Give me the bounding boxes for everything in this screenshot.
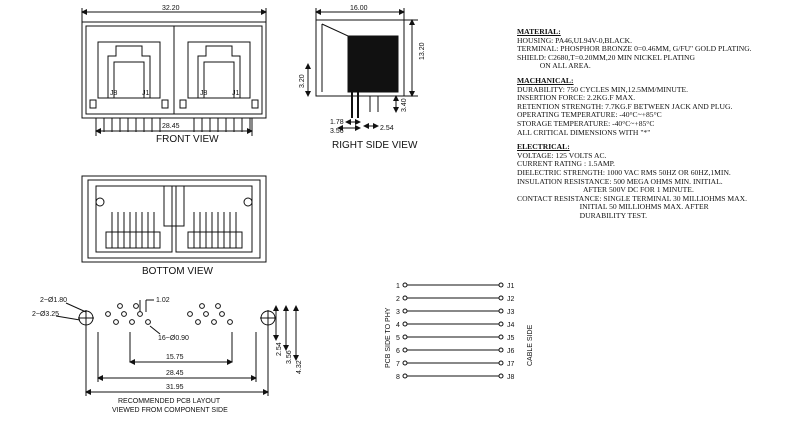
mechanical-list: DURABILITY: 750 CYCLES MIN,12.5MM/MINUTE… — [517, 84, 797, 138]
schematic-pin-label: 1 — [396, 283, 400, 290]
mechanical-line: DURABILITY: 750 CYCLES MIN,12.5MM/MINUTE… — [517, 84, 689, 94]
schematic-pin-node — [402, 347, 408, 353]
schematic-pin-label: 7 — [396, 361, 400, 368]
mechanical-heading: MACHANICAL: — [517, 75, 574, 85]
schematic-left-label: PCB SIDE TO PHY — [385, 307, 392, 368]
electrical-line: AFTER 500V DC FOR 1 MINUTE. — [517, 185, 694, 195]
electrical-line: DIELECTRIC STRENGTH: 1000 VAC RMS 50HZ O… — [517, 167, 731, 177]
schematic-pin-label: 5 — [396, 335, 400, 342]
schematic-jack-node — [498, 282, 504, 288]
bottom-view — [81, 175, 267, 263]
schematic-jack-label: J1 — [507, 283, 515, 290]
schematic-jack-node — [498, 321, 504, 327]
side-left-height-dim: 3.20 — [299, 74, 306, 88]
pcb-v2-dim: 3.56 — [286, 350, 293, 364]
pcb-pitch-dim: 1.02 — [156, 297, 170, 304]
side-pin-dim-1: 1.78 — [330, 119, 344, 126]
side-view-title: RIGHT SIDE VIEW — [332, 140, 418, 151]
pin-schematic: 1 J1 2 J2 3 J3 4 J4 5 J5 6 J6 7 J7 8 J8 — [396, 282, 515, 381]
mechanical-line: RETENTION STRENGTH: 7.7KG.F BETWEEN JACK… — [517, 101, 733, 111]
side-pin-dim-3: 2.54 — [380, 125, 394, 132]
material-line: HOUSING: PA46,UL94V-0,BLACK. — [517, 35, 633, 45]
pcb-pins-dim: 16~Ø0.90 — [158, 335, 189, 342]
schematic-pin-label: 2 — [396, 296, 400, 303]
schematic-jack-node — [498, 347, 504, 353]
pcb-caption-line2: VIEWED FROM COMPONENT SIDE — [112, 407, 228, 414]
material-line: TERMINAL: PHOSPHOR BRONZE 0=0.46MM, G/FU… — [517, 44, 752, 54]
schematic-pin-node — [402, 321, 408, 327]
schematic-jack-node — [498, 360, 504, 366]
mechanical-line: OPERATING TEMPERATURE: -40°C~+85°C — [517, 110, 662, 120]
specifications: MATERIAL: HOUSING: PA46,UL94V-0,BLACK.TE… — [517, 27, 797, 221]
schematic-jack-node — [498, 373, 504, 379]
front-view-title: FRONT VIEW — [156, 134, 219, 145]
side-depth-dim: 16.00 — [350, 5, 368, 12]
schematic-pin-node — [402, 308, 408, 314]
pcb-layout — [55, 299, 299, 396]
schematic-pin-node — [402, 295, 408, 301]
material-line: ON ALL AREA. — [517, 61, 591, 71]
pcb-span1-dim: 28.45 — [166, 370, 184, 377]
pcb-v3-dim: 4.32 — [296, 360, 303, 374]
front-label-j1-right: J1 — [232, 90, 240, 97]
schematic-pin-node — [402, 373, 408, 379]
front-view — [81, 8, 267, 136]
schematic-jack-label: J6 — [507, 348, 515, 355]
pcb-hole-dim-2: 2~Ø3.25 — [32, 311, 59, 318]
side-height-dim: 13.20 — [419, 42, 426, 60]
front-label-j1-left: J1 — [142, 90, 150, 97]
schematic-jack-label: J3 — [507, 309, 515, 316]
electrical-line: CONTACT RESISTANCE: SINGLE TERMINAL 30 M… — [517, 193, 748, 203]
pcb-v1-dim: 2.54 — [276, 342, 283, 356]
pcb-caption-line1: RECOMMENDED PCB LAYOUT — [118, 398, 221, 405]
front-pin-span-dim: 28.45 — [162, 123, 180, 130]
schematic-jack-label: J5 — [507, 335, 515, 342]
side-pin-dim-2: 3.56 — [330, 128, 344, 135]
electrical-line: INITIAL 50 MILLIOHMS MAX. AFTER — [517, 202, 709, 212]
schematic-jack-label: J8 — [507, 374, 515, 381]
schematic-pin-node — [402, 360, 408, 366]
electrical-line: CURRENT RATING : 1.5AMP. — [517, 159, 615, 169]
schematic-pin-label: 3 — [396, 309, 400, 316]
side-right-height-dim: 3.40 — [401, 98, 408, 112]
mechanical-line: INSERTION FORCE: 2.2KG.F MAX. — [517, 93, 636, 103]
electrical-line: VOLTAGE: 125 VOLTS AC. — [517, 150, 607, 160]
electrical-line: INSULATION RESISTANCE: 500 MEGA OHMS MIN… — [517, 176, 723, 186]
bottom-view-title: BOTTOM VIEW — [142, 266, 213, 277]
electrical-heading: ELECTRICAL: — [517, 142, 570, 152]
right-side-view — [305, 8, 418, 131]
schematic-jack-label: J2 — [507, 296, 515, 303]
schematic-pin-node — [402, 334, 408, 340]
material-heading: MATERIAL: — [517, 27, 561, 36]
front-label-j8-right: J8 — [200, 90, 208, 97]
pcb-span2-dim: 31.95 — [166, 384, 184, 391]
schematic-right-label: CABLE SIDE — [527, 324, 534, 366]
electrical-line: DURABILITY TEST. — [517, 210, 648, 220]
schematic-pin-node — [402, 282, 408, 288]
material-line: SHIELD: C2680,T=0.20MM,20 MIN NICKEL PLA… — [517, 52, 696, 62]
schematic-pin-label: 8 — [396, 374, 400, 381]
front-width-dim: 32.20 — [162, 5, 180, 12]
pcb-mid-dim: 15.75 — [166, 354, 184, 361]
front-label-j8-left: J8 — [110, 90, 118, 97]
pcb-hole-dim-1: 2~Ø1.80 — [40, 297, 67, 304]
schematic-jack-label: J7 — [507, 361, 515, 368]
mechanical-line: ALL CRITICAL DIMENSIONS WITH "*" — [517, 127, 651, 137]
schematic-jack-label: J4 — [507, 322, 515, 329]
schematic-pin-label: 4 — [396, 322, 400, 329]
schematic-jack-node — [498, 295, 504, 301]
schematic-pin-label: 6 — [396, 348, 400, 355]
schematic-jack-node — [498, 334, 504, 340]
electrical-list: VOLTAGE: 125 VOLTS AC.CURRENT RATING : 1… — [517, 150, 797, 221]
schematic-jack-node — [498, 308, 504, 314]
mechanical-line: STORAGE TEMPERATURE: -40°C~+85°C — [517, 118, 655, 128]
material-list: HOUSING: PA46,UL94V-0,BLACK.TERMINAL: PH… — [517, 35, 797, 71]
